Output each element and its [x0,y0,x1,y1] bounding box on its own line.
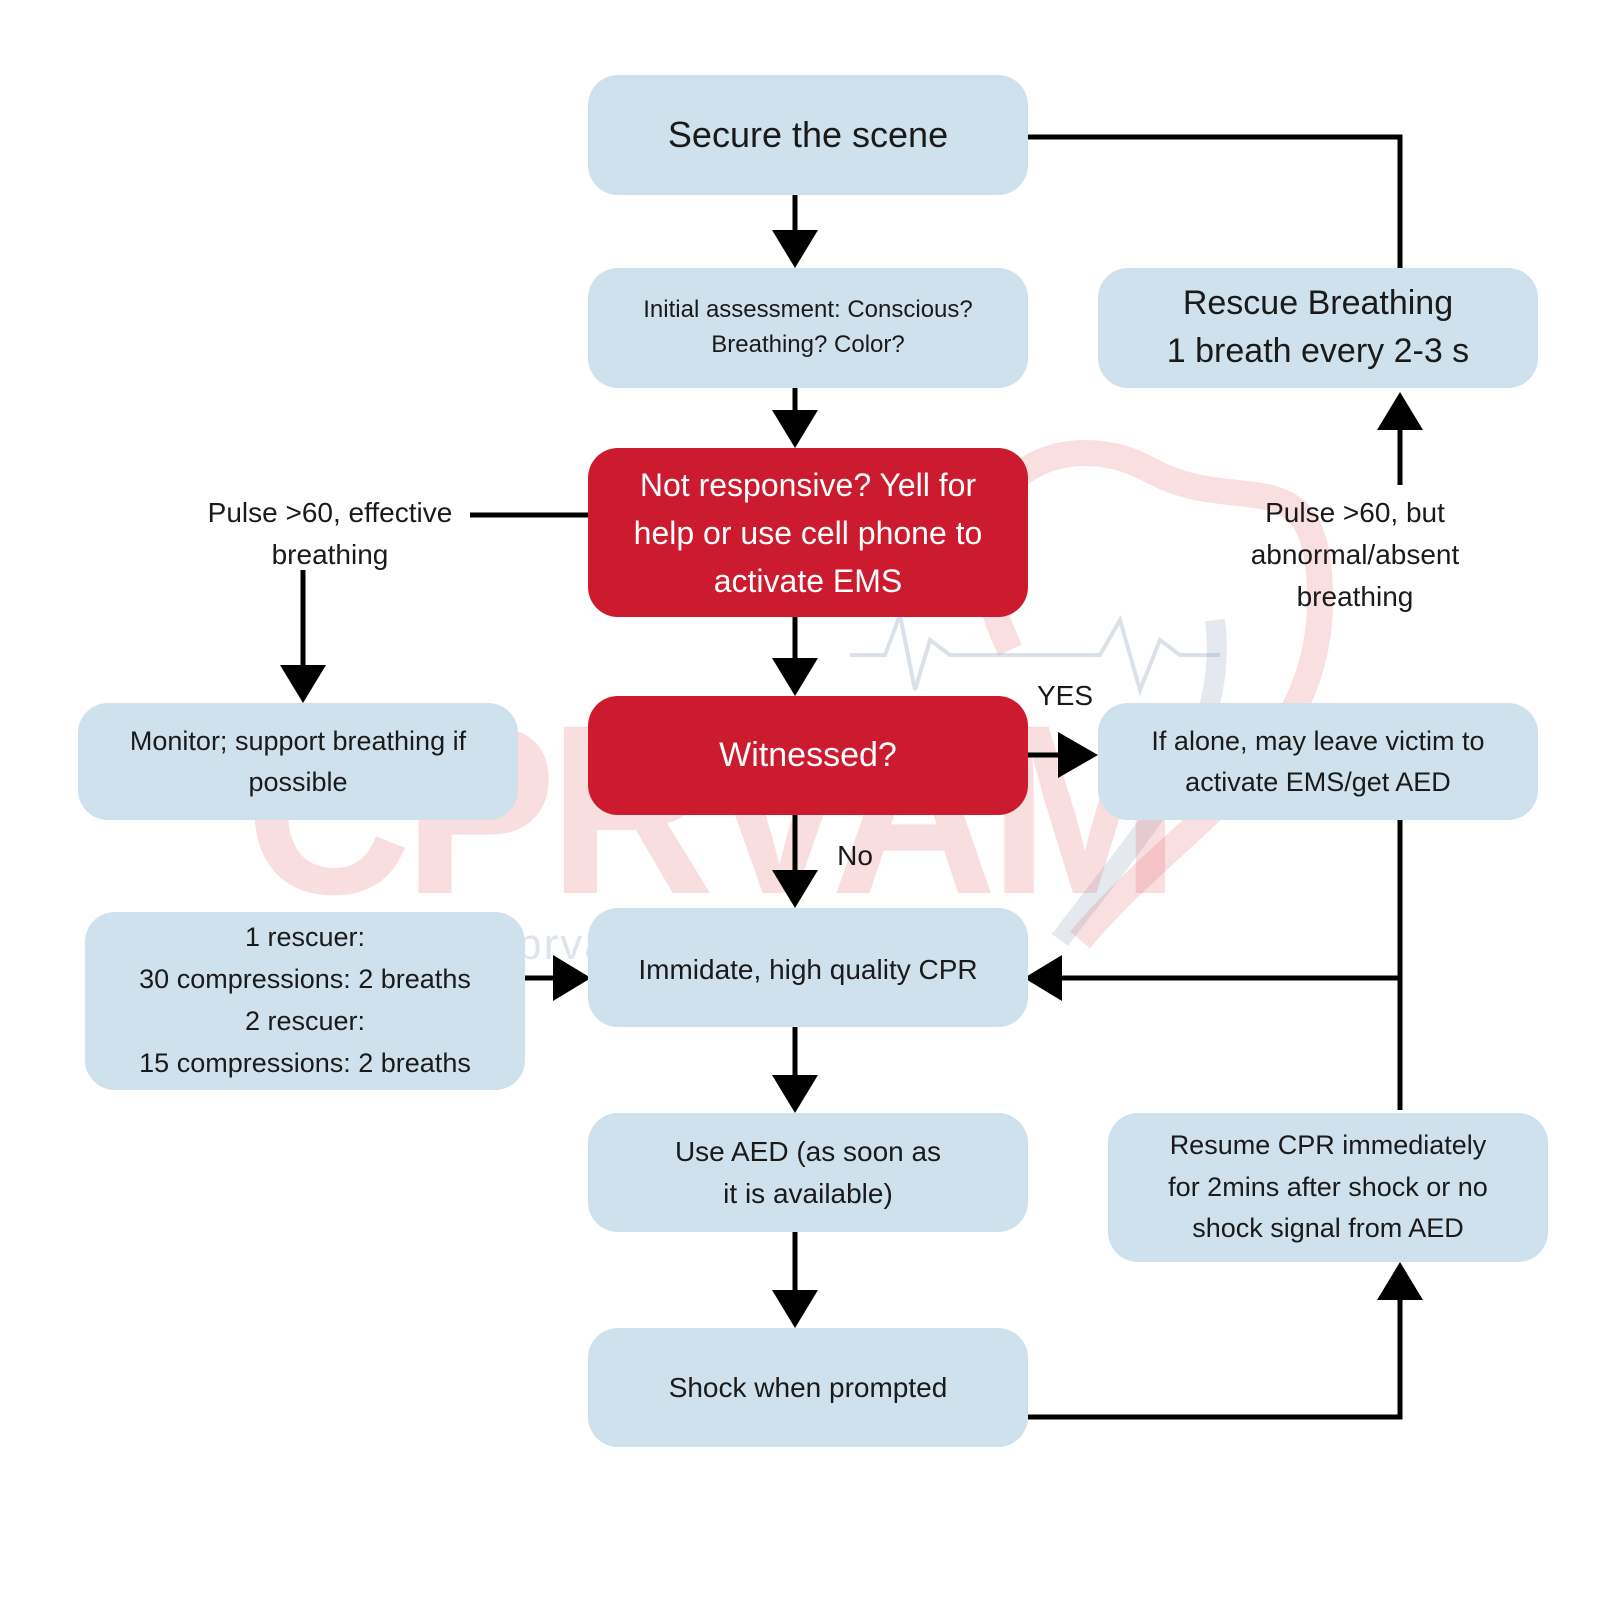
node-rescue-breathing: Rescue Breathing 1 breath every 2-3 s [1098,268,1538,388]
node-rescuer-ratio: 1 rescuer: 30 compressions: 2 breaths 2 … [85,912,525,1090]
edge-label-yes: YES [1036,680,1094,711]
arrowhead [1377,392,1423,430]
node-not-responsive-label: Not responsive? Yell for help or use cel… [633,466,983,599]
node-alone: If alone, may leave victim to activate E… [1098,703,1538,820]
arrowhead [772,870,818,908]
node-initial-assessment: Initial assessment: Conscious? Breathing… [588,268,1028,388]
arrowhead [1377,1262,1423,1300]
arrowhead [772,658,818,696]
node-shock: Shock when prompted [588,1328,1028,1447]
node-alone-label: If alone, may leave victim to activate E… [1151,726,1485,797]
edge-rescue-to-secure [1028,134,1403,268]
node-rescue-breathing-label: Rescue Breathing 1 breath every 2-3 s [1166,284,1470,370]
node-rescuer-ratio-label: 1 rescuer: 30 compressions: 2 breaths 2 … [139,922,471,1078]
edge-label-no: No [837,840,873,871]
edge-label-pulse-effective: Pulse >60, effective breathing [207,497,453,570]
node-initial-assessment-label: Initial assessment: Conscious? Breathing… [643,296,973,358]
arrowhead [772,230,818,268]
node-resume-cpr: Resume CPR immediately for 2mins after s… [1108,1113,1548,1262]
node-secure-scene: Secure the scene [588,75,1028,195]
node-use-aed: Use AED (as soon as it is available) [588,1113,1028,1232]
arrowhead [280,665,326,703]
edge-label-pulse-abnormal: Pulse >60, but abnormal/absent breathing [1250,497,1460,612]
node-cpr: Immidate, high quality CPR [588,908,1028,1027]
arrowhead [772,1290,818,1328]
node-resume-cpr-label: Resume CPR immediately for 2mins after s… [1168,1129,1488,1244]
node-monitor-label: Monitor; support breathing if possible [129,726,467,797]
node-witnessed-label: Witnessed? [719,736,897,774]
node-not-responsive: Not responsive? Yell for help or use cel… [588,448,1028,617]
edge-alone-to-cpr [1060,815,1403,981]
arrowhead [772,410,818,448]
arrowhead [772,1075,818,1113]
edge-shock-to-resume [1028,1300,1403,1420]
arrowhead [1058,732,1098,778]
arrowhead [1024,955,1062,1001]
arrowhead [553,955,591,1001]
node-cpr-label: Immidate, high quality CPR [638,954,978,985]
node-witnessed: Witnessed? [588,696,1028,815]
node-shock-label: Shock when prompted [668,1371,948,1403]
node-secure-scene-label: Secure the scene [667,114,949,155]
node-monitor: Monitor; support breathing if possible [78,703,518,820]
node-use-aed-label: Use AED (as soon as it is available) [674,1135,942,1209]
